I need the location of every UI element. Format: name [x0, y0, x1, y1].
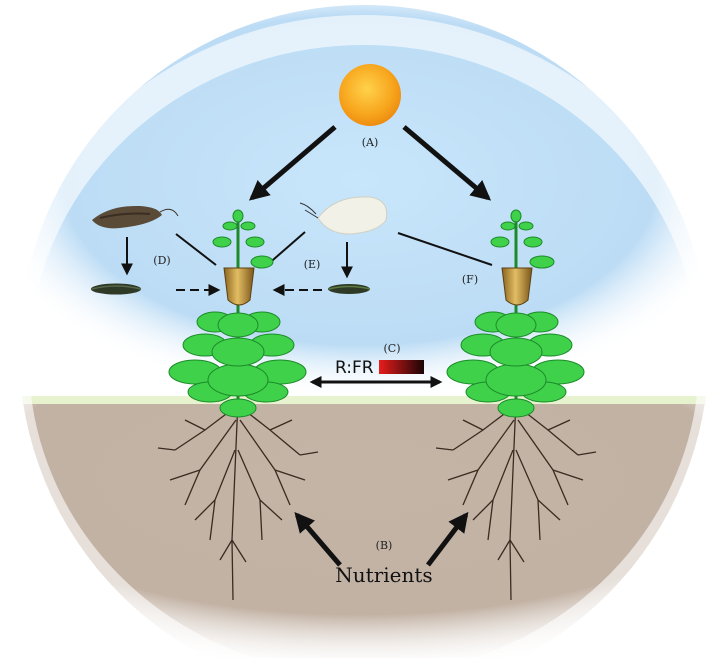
label-c: (C): [384, 342, 401, 355]
label-f: (F): [462, 273, 478, 286]
arrow-nutrients-to-left-plant: [294, 511, 342, 567]
label-a: (A): [362, 136, 379, 149]
arrow-nutrients-to-right-plant: [426, 511, 469, 567]
label-d: (D): [153, 254, 170, 267]
caterpillar-icon: [91, 283, 142, 295]
soil-vignette: [0, 15, 720, 658]
plant-icon: [157, 209, 319, 601]
line-moth-to-left-plant: [175, 233, 217, 266]
plant-icon: [435, 209, 597, 601]
arrow-sun-to-left-plant: [248, 125, 337, 201]
rfr-gradient-swatch: [379, 360, 424, 374]
plant-right: [435, 209, 597, 601]
butterfly-icon: [299, 196, 388, 235]
caterpillar-icon: [328, 284, 371, 294]
line-butterfly-to-right-plant: [397, 232, 493, 266]
soil-area: [19, 400, 709, 658]
label-e: (E): [304, 258, 321, 271]
moth-icon: [92, 205, 179, 229]
sun-icon: [339, 64, 401, 126]
arrow-sun-to-right-plant: [402, 125, 492, 201]
nutrients-label: Nutrients: [335, 563, 432, 587]
label-b: (B): [376, 539, 393, 552]
rfr-label: R:FR: [335, 358, 374, 378]
plant-left: [157, 209, 319, 601]
ground-line: [19, 396, 709, 404]
